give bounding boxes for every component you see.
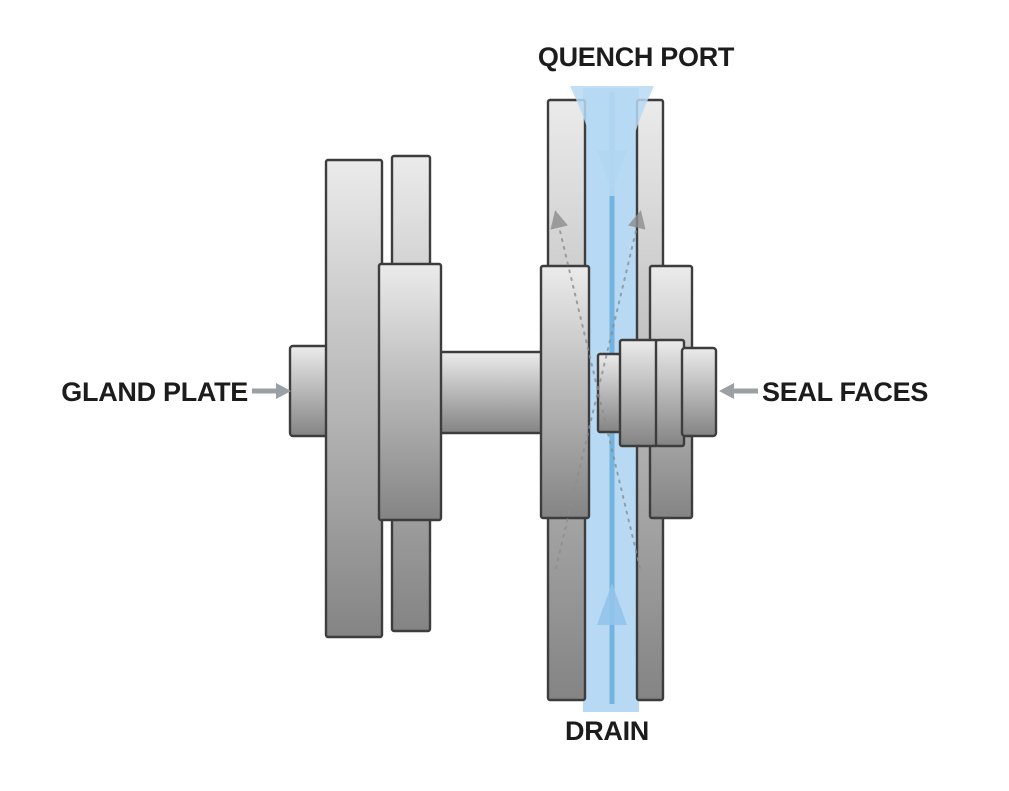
quench-inlet-funnel — [570, 86, 654, 196]
seal-housing-block-left — [377, 262, 443, 522]
label-gland-plate: GLAND PLATE — [61, 377, 248, 407]
shaft-stub-left — [288, 344, 330, 438]
label-seal-faces: SEAL FACES — [762, 377, 929, 407]
drain-outlet-arrow-icon — [597, 583, 627, 625]
leak-path-line — [550, 210, 641, 569]
seal-face-stationary — [618, 338, 660, 448]
gland-plate-arrow-icon — [276, 383, 291, 399]
seal-face-rotating — [596, 352, 624, 434]
label-quench-port: QUENCH PORT — [537, 42, 735, 72]
label-drain: DRAIN — [565, 716, 649, 746]
seal-faces-arrow-icon — [719, 383, 734, 399]
leak-path-line — [555, 210, 646, 569]
gland-plate-shape — [324, 158, 384, 639]
shaft-stub-right — [680, 346, 718, 438]
seal-housing-block-mid — [539, 264, 591, 520]
seal-face-holder — [654, 338, 686, 448]
